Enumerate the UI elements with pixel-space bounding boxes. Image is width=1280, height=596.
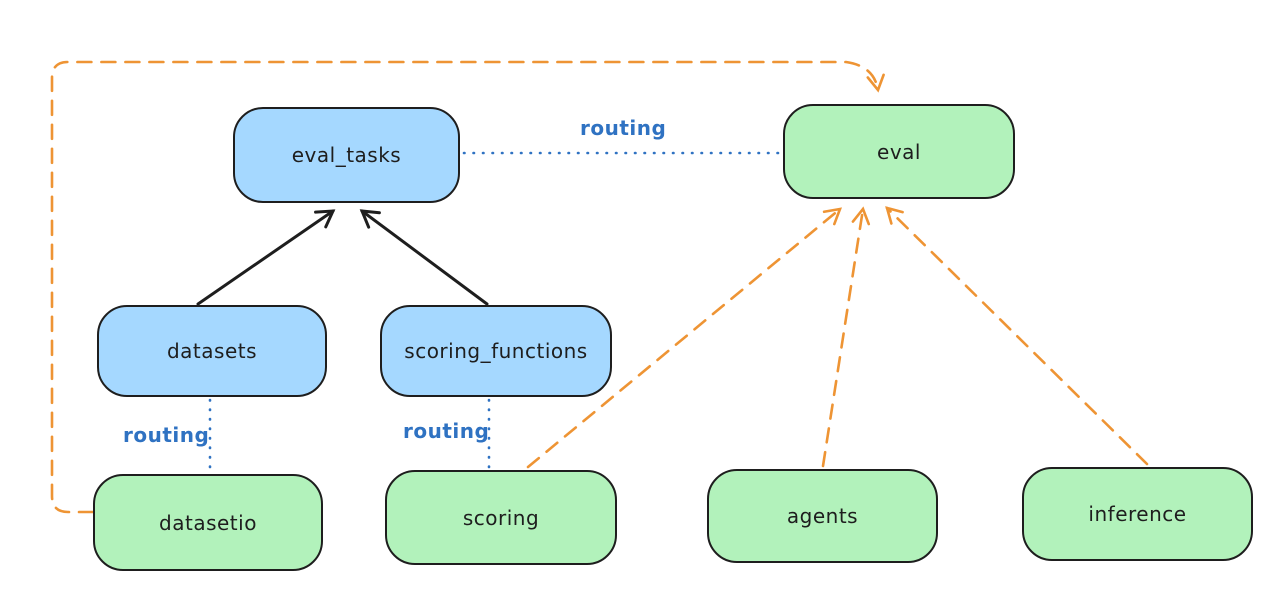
node-datasets: datasets xyxy=(97,305,327,397)
node-eval-tasks: eval_tasks xyxy=(233,107,460,203)
node-datasetio: datasetio xyxy=(93,474,323,571)
edge-scoring-to-eval xyxy=(526,207,843,469)
node-inference-label: inference xyxy=(1088,502,1187,526)
edge-inference-to-eval xyxy=(885,206,1149,466)
node-scoring-functions: scoring_functions xyxy=(380,305,612,397)
node-scoring: scoring xyxy=(385,470,617,565)
node-eval-tasks-label: eval_tasks xyxy=(291,143,402,167)
node-eval: eval xyxy=(783,104,1015,199)
edge-datasetio-to-eval xyxy=(50,60,885,514)
node-datasets-label: datasets xyxy=(166,339,258,363)
node-agents-label: agents xyxy=(786,504,859,528)
node-eval-label: eval xyxy=(877,139,921,164)
edge-scoring-functions-to-eval-tasks xyxy=(359,209,489,306)
node-scoring-functions-label: scoring_functions xyxy=(404,339,588,363)
routing-label-eval-tasks-eval: routing xyxy=(580,116,667,140)
edge-agents-to-eval xyxy=(821,206,871,468)
node-inference: inference xyxy=(1022,467,1253,561)
routing-label-scoring-functions-scoring: routing xyxy=(403,419,490,443)
node-scoring-label: scoring xyxy=(462,505,540,530)
node-datasetio-label: datasetio xyxy=(159,510,257,535)
edge-datasets-to-eval-tasks xyxy=(196,209,336,306)
node-agents: agents xyxy=(707,469,938,563)
routing-label-datasets-datasetio: routing xyxy=(123,423,210,447)
